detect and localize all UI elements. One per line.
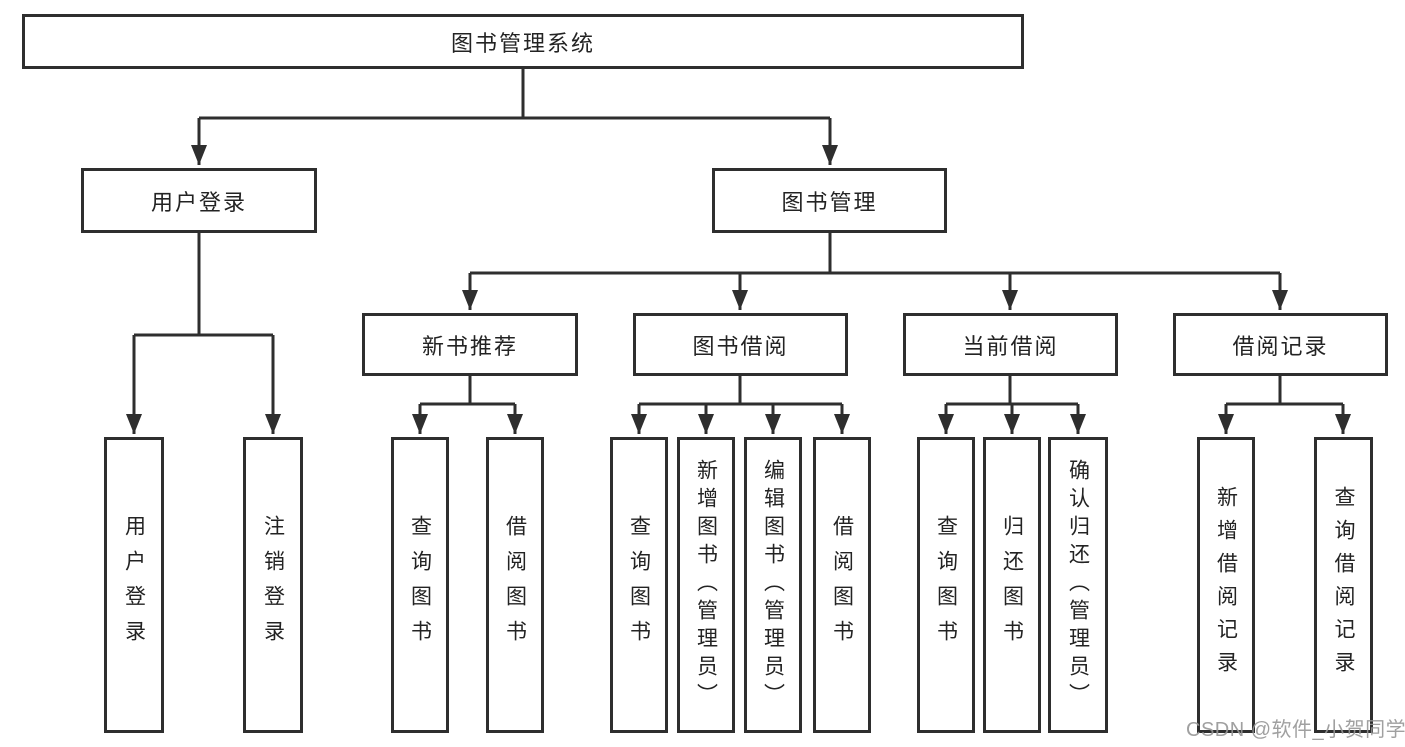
leaf-br-query-record-label: 查询借阅记录 xyxy=(1332,486,1355,684)
connector-borrow-records-trunk xyxy=(1226,376,1343,406)
leaf-logout: 注销登录 xyxy=(243,437,303,733)
node-user-login: 用户登录 xyxy=(81,168,317,233)
leaf-cb-query-books: 查询图书 xyxy=(917,437,975,733)
leaf-nb-borrow-books: 借阅图书 xyxy=(486,437,544,733)
leaf-bb-add-book-admin-label: 新增图书（管理员） xyxy=(694,459,718,711)
leaf-bb-borrow-books: 借阅图书 xyxy=(813,437,871,733)
node-root-label: 图书管理系统 xyxy=(450,30,595,56)
node-new-book-recommend: 新书推荐 xyxy=(362,313,578,376)
node-borrow-records-label: 借阅记录 xyxy=(1232,333,1329,359)
connector-user-login-trunk xyxy=(134,233,273,337)
node-book-borrow-label: 图书借阅 xyxy=(692,333,789,359)
leaf-bb-edit-book-admin-label: 编辑图书（管理员） xyxy=(761,459,785,711)
leaf-nb-query-books: 查询图书 xyxy=(391,437,449,733)
node-book-management: 图书管理 xyxy=(712,168,947,233)
node-user-login-label: 用户登录 xyxy=(150,189,247,215)
leaf-bb-query-books-label: 查询图书 xyxy=(627,515,651,655)
node-current-borrow-label: 当前借阅 xyxy=(962,333,1059,359)
node-borrow-records: 借阅记录 xyxy=(1173,313,1388,376)
leaf-bb-edit-book-admin: 编辑图书（管理员） xyxy=(744,437,802,733)
leaf-cb-return-book-label: 归还图书 xyxy=(1000,515,1024,655)
node-current-borrow: 当前借阅 xyxy=(903,313,1118,376)
leaf-nb-query-books-label: 查询图书 xyxy=(408,515,432,655)
leaf-cb-query-books-label: 查询图书 xyxy=(934,515,958,655)
connector-new-book-trunk xyxy=(420,376,515,406)
csdn-watermark: CSDN @软件_小贺同学 xyxy=(1186,719,1405,741)
connector-book-borrow-trunk xyxy=(639,376,842,406)
leaf-bb-add-book-admin: 新增图书（管理员） xyxy=(677,437,735,733)
leaf-br-add-record: 新增借阅记录 xyxy=(1197,437,1255,733)
node-book-borrow: 图书借阅 xyxy=(633,313,848,376)
leaf-cb-confirm-return-admin-label: 确认归还（管理员） xyxy=(1066,459,1090,711)
leaf-nb-borrow-books-label: 借阅图书 xyxy=(503,515,527,655)
leaf-cb-return-book: 归还图书 xyxy=(983,437,1041,733)
leaf-user-login-label: 用户登录 xyxy=(122,515,146,655)
leaf-bb-borrow-books-label: 借阅图书 xyxy=(830,515,854,655)
leaf-br-add-record-label: 新增借阅记录 xyxy=(1214,486,1238,684)
node-root: 图书管理系统 xyxy=(22,14,1024,69)
connector-root-trunk xyxy=(199,69,830,120)
connector-book-management-trunk xyxy=(470,233,1280,275)
leaf-cb-confirm-return-admin: 确认归还（管理员） xyxy=(1048,437,1108,733)
leaf-logout-label: 注销登录 xyxy=(261,515,285,655)
connector-current-borrow-trunk xyxy=(946,376,1078,406)
leaf-user-login: 用户登录 xyxy=(104,437,164,733)
leaf-bb-query-books: 查询图书 xyxy=(610,437,668,733)
leaf-br-query-record: 查询借阅记录 xyxy=(1314,437,1373,733)
node-book-management-label: 图书管理 xyxy=(781,189,878,215)
node-new-book-recommend-label: 新书推荐 xyxy=(421,333,518,359)
